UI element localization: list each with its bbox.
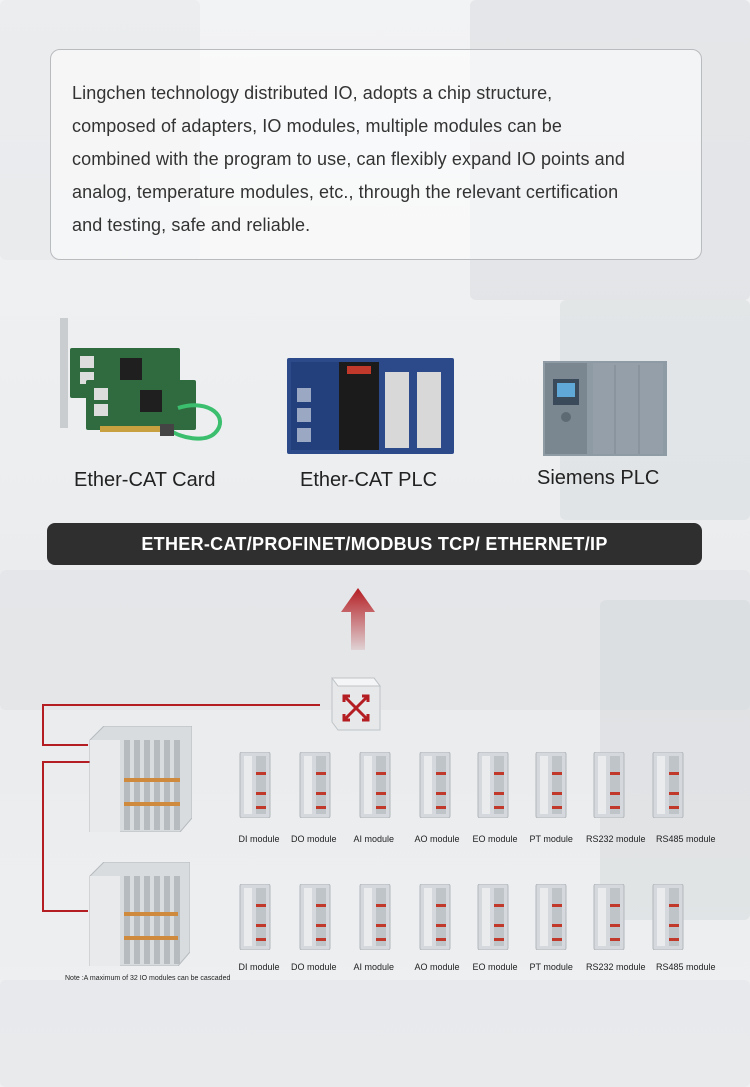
- io-adapter-2-image: [89, 862, 190, 966]
- module-label: PT module: [529, 834, 573, 844]
- module-label: EO module: [472, 962, 518, 972]
- io-module-image: [419, 884, 451, 950]
- product-label-ethercat-card: Ether-CAT Card: [74, 469, 216, 491]
- siemens-plc-image: [543, 361, 667, 456]
- ethercat-card-image: [60, 318, 222, 441]
- network-switch-icon: [331, 677, 381, 731]
- intro-line: combined with the program to use, can fl…: [72, 149, 626, 169]
- intro-line: analog, temperature modules, etc., throu…: [72, 182, 619, 202]
- module-label: RS485 module: [656, 962, 716, 972]
- module-label: AO module: [414, 962, 460, 972]
- module-label: EO module: [472, 834, 518, 844]
- io-adapter-1-image: [89, 726, 192, 832]
- intro-paragraph: Lingchen technology distributed IO, adop…: [72, 77, 681, 242]
- module-label: DO module: [291, 962, 337, 972]
- module-label: PT module: [529, 962, 573, 972]
- cascade-note: Note :A maximum of 32 IO modules can be …: [65, 975, 231, 982]
- product-label-siemens-plc: Siemens PLC: [537, 467, 660, 489]
- io-module-image: [419, 752, 451, 818]
- arrow-up-icon: [341, 588, 375, 650]
- module-label: RS232 module: [586, 834, 646, 844]
- io-module-image: [477, 884, 509, 950]
- module-label: RS232 module: [586, 962, 646, 972]
- io-module-image: [477, 752, 509, 818]
- module-label: RS485 module: [656, 834, 716, 844]
- module-label: DI module: [238, 962, 280, 972]
- io-module-image: [593, 884, 625, 950]
- io-module-image: [239, 884, 271, 950]
- io-module-image: [535, 884, 567, 950]
- io-module-image: [652, 884, 684, 950]
- io-module-image: [239, 752, 271, 818]
- io-module-image: [535, 752, 567, 818]
- intro-line: Lingchen technology distributed IO, adop…: [72, 83, 553, 103]
- module-label: DI module: [238, 834, 280, 844]
- io-module-image: [652, 752, 684, 818]
- protocol-bar: ETHER-CAT/PROFINET/MODBUS TCP/ ETHERNET/…: [47, 523, 702, 565]
- intro-line: composed of adapters, IO modules, multip…: [72, 116, 562, 136]
- product-label-ethercat-plc: Ether-CAT PLC: [300, 469, 438, 491]
- intro-text-box: Lingchen technology distributed IO, adop…: [50, 49, 702, 260]
- io-module-image: [299, 884, 331, 950]
- io-module-image: [299, 752, 331, 818]
- intro-line: and testing, safe and reliable.: [72, 215, 311, 235]
- module-label: DO module: [291, 834, 337, 844]
- module-label: AO module: [414, 834, 460, 844]
- io-module-image: [593, 752, 625, 818]
- module-label: AI module: [353, 962, 395, 972]
- module-label: AI module: [353, 834, 395, 844]
- connection-lines: [42, 704, 320, 912]
- io-module-image: [359, 884, 391, 950]
- ethercat-plc-image: [287, 358, 454, 454]
- io-module-image: [359, 752, 391, 818]
